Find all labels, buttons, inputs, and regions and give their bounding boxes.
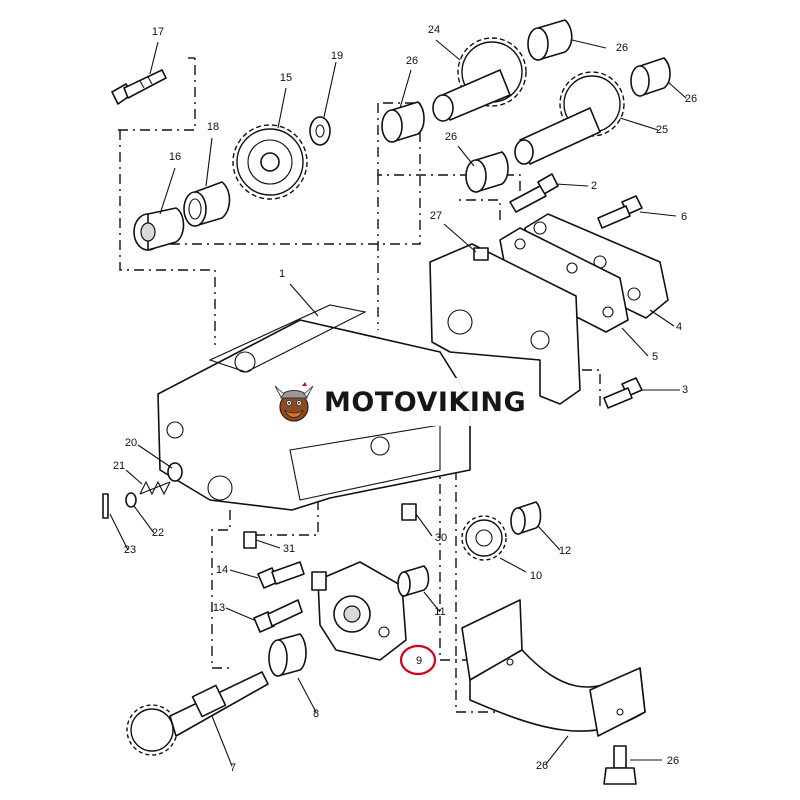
part-24-gear-shaft: [432, 37, 527, 122]
callout-7: 7: [230, 762, 236, 774]
callout-28: 26: [536, 760, 548, 772]
part-20-plug: [167, 462, 183, 482]
callout-11: 11: [434, 606, 445, 618]
part-27-cover: [429, 243, 581, 405]
leader-lines: [109, 39, 687, 767]
callout-3: 3: [682, 384, 688, 396]
part-15-gear: [232, 124, 308, 200]
part-9-pump: [311, 561, 407, 661]
callout-20: 20: [125, 437, 137, 449]
callout-2: 2: [591, 180, 597, 192]
callout-24: 24: [428, 24, 440, 36]
part-21-spring: [139, 480, 171, 496]
callout-25: 25: [656, 124, 668, 136]
part-25-gear-shaft: [514, 71, 625, 165]
callout-14: 14: [216, 564, 228, 576]
part-22-washer: [125, 492, 137, 508]
callout-1: 1: [279, 268, 285, 280]
part-10-gear: [461, 515, 507, 561]
part-28-bracket: [461, 599, 646, 737]
part-14-bolt: [257, 561, 305, 589]
callout-31: 31: [283, 543, 295, 555]
callout-26-c: 26: [685, 93, 697, 105]
part-6-bolt: [597, 195, 643, 229]
callout-6: 6: [681, 211, 687, 223]
part-31-plug: [243, 531, 257, 549]
callout-18: 18: [207, 121, 219, 133]
part-29-bolt: [603, 745, 637, 785]
callout-17: 17: [152, 26, 164, 38]
part-2-bolt: [509, 173, 559, 213]
part-11-bushing: [397, 565, 430, 597]
callout-10: 10: [530, 570, 542, 582]
callout-27: 27: [430, 210, 442, 222]
part-17-bolt: [111, 69, 167, 105]
part-8-bushing: [268, 633, 307, 677]
brand-watermark-text: MOTOVIKING: [324, 386, 527, 418]
callout-26-d: 26: [445, 131, 457, 143]
callout-4: 4: [676, 321, 682, 333]
callout-8: 8: [313, 708, 319, 720]
part-19-washer: [309, 116, 331, 146]
part-18-bushing: [183, 181, 231, 227]
callout-19: 19: [331, 50, 343, 62]
callout-12: 12: [559, 545, 571, 557]
part-3-bolt: [603, 377, 643, 409]
brand-watermark: MOTOVIKING: [268, 378, 536, 426]
part-30-plug: [401, 503, 417, 521]
part-13-bolt: [253, 599, 303, 633]
part-16-cap: [133, 207, 185, 251]
part-23-pin: [102, 493, 109, 519]
part-7-gear-shaft: [126, 671, 269, 756]
part-12-bushing: [510, 501, 542, 535]
callout-23: 23: [124, 544, 136, 556]
part-26-bushings: [381, 19, 671, 193]
callout-30: 30: [435, 532, 447, 544]
callout-13: 13: [213, 602, 225, 614]
callout-16: 16: [169, 151, 181, 163]
callout-15: 15: [280, 72, 292, 84]
callout-26-a: 26: [406, 55, 418, 67]
callout-26-b: 26: [616, 42, 628, 54]
callout-9: 9: [416, 655, 422, 667]
highlight-circle: [399, 644, 437, 676]
callout-21: 21: [113, 460, 125, 472]
callout-29: 26: [667, 755, 679, 767]
callout-labels: 17 16 18 15 19 26 24 26 26 25 26 2 6 27 …: [113, 24, 697, 774]
viking-mascot-logo: [274, 382, 314, 422]
callout-5: 5: [652, 351, 658, 363]
callout-22: 22: [152, 527, 164, 539]
